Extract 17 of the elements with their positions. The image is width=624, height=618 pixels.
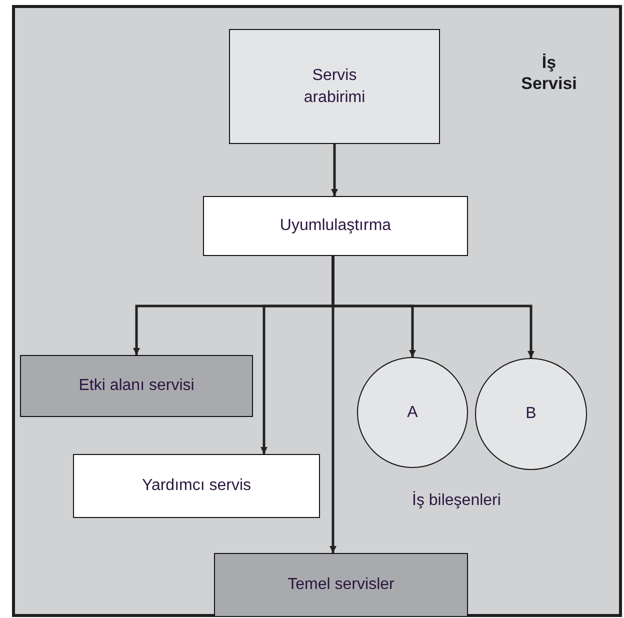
node-label: Etki alanı servisi [78, 376, 196, 396]
node-label: Uyumlulaştırma [278, 216, 392, 236]
frame-heading: İş Servisi [521, 52, 577, 94]
arrow [332, 256, 534, 358]
process-box [73, 454, 320, 518]
service-frame [12, 5, 622, 617]
process-box [20, 355, 253, 417]
process-box [203, 196, 468, 256]
group-caption: İş bileşenleri [412, 490, 501, 511]
node-label: Yardımcı servis [140, 476, 252, 496]
process-box [229, 29, 440, 144]
node-label: B [524, 404, 538, 424]
process-box [214, 553, 468, 617]
node-label: A [406, 402, 419, 423]
node-label: Servis arabirimi [302, 66, 366, 108]
node-label: Temel servisler [286, 575, 396, 596]
arrow [331, 144, 338, 196]
